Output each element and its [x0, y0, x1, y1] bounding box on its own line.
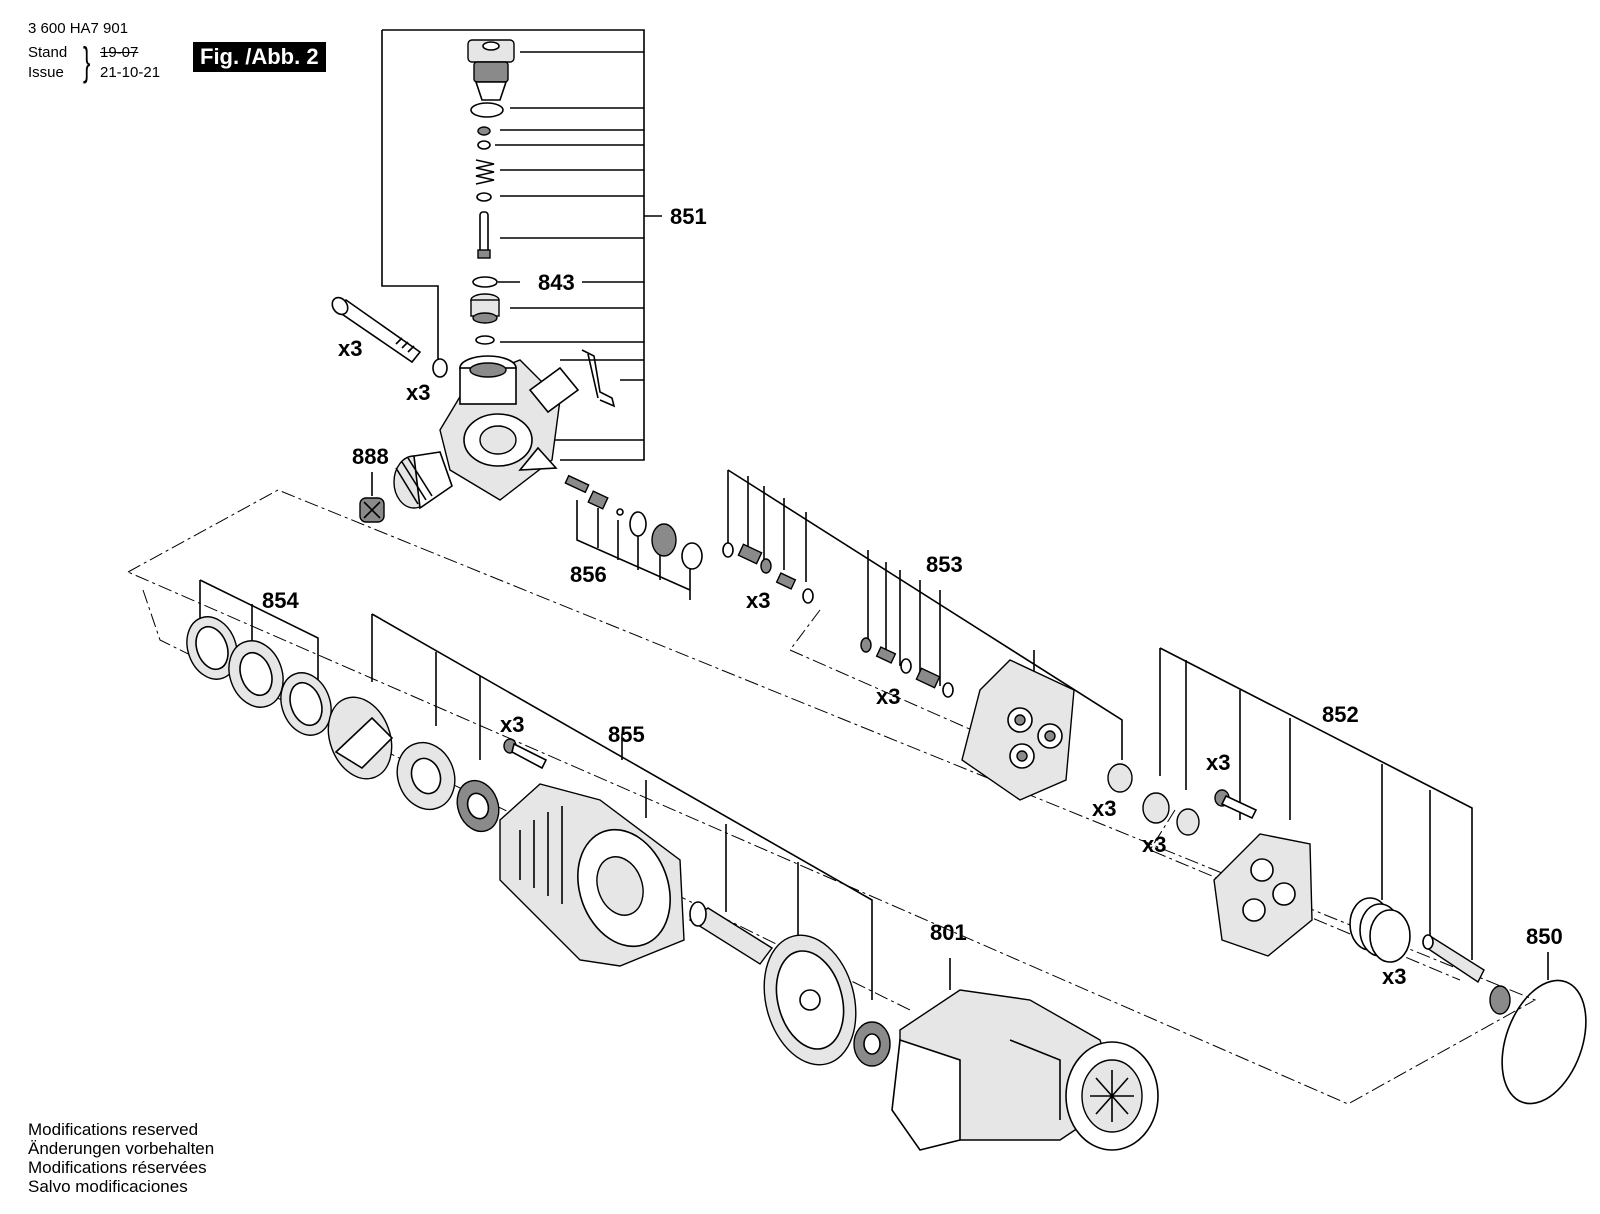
stand-date: 19-07	[100, 44, 139, 61]
callout-853: 853	[926, 552, 963, 577]
figure-label: Fig. /Abb. 2	[193, 42, 326, 72]
qty-screw-852: x3	[1206, 750, 1230, 775]
ring-853b	[760, 558, 772, 574]
seal-853	[1107, 763, 1133, 793]
swash-plate	[327, 696, 394, 780]
callout-851: 851	[670, 204, 707, 229]
callout-856: 856	[570, 562, 607, 587]
small-ring-1	[477, 126, 491, 136]
bracket-851	[381, 29, 662, 461]
bracket-856	[576, 500, 691, 600]
bracket-855	[371, 613, 873, 1000]
spring-853b	[775, 572, 797, 590]
seal-852a	[1142, 792, 1170, 824]
ring-856a	[629, 511, 647, 537]
footer-line-de: Änderungen vorbehalten	[28, 1139, 215, 1158]
valve-body-856	[651, 523, 677, 557]
motor	[891, 989, 1159, 1151]
bearing-gear	[853, 1021, 891, 1067]
thrust-washer	[186, 616, 238, 680]
ball-bearing-large	[396, 741, 456, 811]
valve-block	[961, 659, 1075, 801]
ring-853a	[722, 542, 734, 558]
callout-855: 855	[608, 722, 645, 747]
seal-852c	[1489, 985, 1511, 1015]
small-washer-1	[477, 140, 491, 150]
ring-853d	[860, 637, 872, 653]
issue-label: Issue	[28, 64, 64, 81]
piston-plate	[1213, 833, 1313, 957]
qty-seal-b: x3	[1142, 832, 1166, 857]
piston	[1422, 934, 1485, 984]
pump-head-housing	[439, 355, 580, 501]
valve-spring	[475, 159, 495, 185]
footer-line-es: Salvo modificaciones	[28, 1177, 188, 1196]
inlet-filter	[359, 497, 385, 523]
spring-853a	[737, 543, 763, 565]
screw-852	[1214, 789, 1258, 820]
ball-bearing-small	[456, 779, 500, 833]
callout-843: 843	[538, 270, 575, 295]
qty-washer-top: x3	[406, 380, 430, 405]
washer-small	[432, 358, 448, 378]
assembly-boundary	[126, 489, 1537, 1105]
ring-853f	[942, 682, 954, 698]
qty-seal-a: x3	[1092, 796, 1116, 821]
brace-glyph: }	[83, 40, 91, 84]
ring-856b	[681, 542, 703, 570]
piston-spring	[1349, 897, 1411, 963]
tiny-ring	[616, 508, 624, 516]
bracket-852	[1159, 647, 1473, 960]
thrust-washer-2	[280, 672, 332, 736]
qty-bolt-top: x3	[338, 336, 362, 361]
document-number: 3 600 HA7 901	[28, 20, 129, 37]
callout-888: 888	[352, 444, 389, 469]
stand-label: Stand	[28, 44, 68, 61]
callout-852: 852	[1322, 702, 1359, 727]
large-gear	[763, 934, 857, 1066]
valve-seat	[470, 293, 500, 324]
o-ring-small	[475, 335, 495, 345]
qty-screw-855: x3	[500, 712, 524, 737]
spring-853c	[875, 646, 897, 664]
inlet-fitting	[393, 451, 453, 510]
callout-854: 854	[262, 588, 299, 613]
drive-shaft	[688, 901, 774, 965]
o-ring-843	[472, 276, 498, 288]
ring-853c	[802, 588, 814, 604]
large-o-ring	[1501, 979, 1587, 1105]
ring-853e	[900, 658, 912, 674]
valve-cap	[467, 39, 515, 101]
valve-pin	[477, 211, 491, 259]
thrust-bearing	[228, 640, 284, 708]
callout-801: 801	[930, 920, 967, 945]
gear-housing	[499, 783, 685, 967]
retaining-clip	[581, 349, 616, 408]
qty-valves-853b: x3	[876, 684, 900, 709]
check-valve	[587, 490, 609, 510]
bracket-853	[727, 469, 1123, 760]
screw-855	[503, 738, 548, 770]
axis-line-853	[789, 609, 1041, 761]
triangle-seal	[518, 446, 558, 471]
qty-valves-853: x3	[746, 588, 770, 613]
check-spring	[564, 474, 590, 494]
footer-line-fr: Modifications réservées	[28, 1158, 207, 1177]
small-washer-2	[476, 192, 492, 202]
issue-date: 21-10-21	[100, 64, 161, 81]
o-ring-large	[470, 102, 504, 118]
seal-852b	[1176, 808, 1200, 836]
spring-853d	[915, 667, 941, 689]
callout-850: 850	[1526, 924, 1563, 949]
qty-piston: x3	[1382, 964, 1406, 989]
long-bolt	[331, 296, 422, 364]
footer-line-en: Modifications reserved	[28, 1120, 199, 1139]
